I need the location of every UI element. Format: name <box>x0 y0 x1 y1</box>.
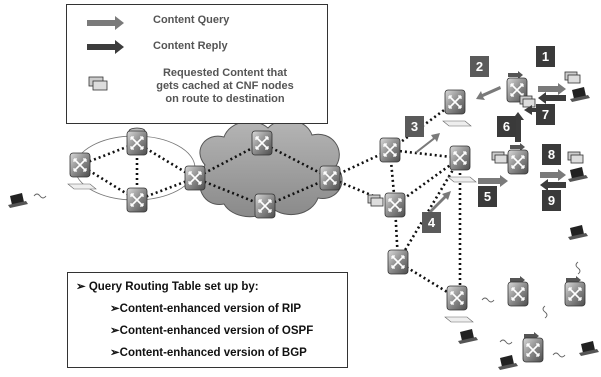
router-cnf-mid-base <box>447 176 477 183</box>
step-badge-4: 4 <box>422 212 441 233</box>
router-cnf-bottom-base <box>444 316 474 323</box>
step-badge-8: 8 <box>542 144 561 165</box>
laptop-client-3 <box>568 225 588 240</box>
query-arrow-8 <box>540 169 566 181</box>
step-badge-1: 1 <box>536 46 555 67</box>
laptop-client-4 <box>458 329 478 344</box>
router-dist-b <box>384 192 406 218</box>
routing-item-bgp: ➢Content-enhanced version of BGP <box>110 347 307 359</box>
svg-text:9: 9 <box>548 193 555 208</box>
router-edge-left-base <box>67 183 97 190</box>
legend-cached-label: Requested Content that gets cached at CN… <box>156 67 294 105</box>
router-ring-top <box>126 127 148 156</box>
router-edge-left <box>69 152 91 178</box>
laptop-client-1 <box>570 87 590 102</box>
legend-query-label: Content Query <box>153 14 230 26</box>
access-router-4 <box>564 276 586 307</box>
wireless-links <box>33 193 581 358</box>
legend-reply-label: Content Reply <box>153 40 228 52</box>
step-badge-5: 5 <box>478 186 497 207</box>
router-cnf-mid <box>449 145 471 171</box>
query-arrow-5 <box>478 175 508 187</box>
router-cnf-top-base <box>442 120 472 127</box>
routing-item-ospf: ➢Content-enhanced version of OSPF <box>110 325 314 337</box>
router-core-bottom <box>254 193 276 219</box>
content-stack-5 <box>367 194 384 207</box>
router-cnf-bottom <box>446 285 468 311</box>
laptop-client-2 <box>568 167 588 182</box>
svg-text:8: 8 <box>548 147 555 162</box>
access-router-3 <box>507 276 529 307</box>
svg-text:4: 4 <box>428 215 436 230</box>
query-arrow-4 <box>428 191 451 214</box>
router-cnf-top <box>444 89 466 115</box>
access-router-2 <box>507 143 529 175</box>
routing-table-heading: ➢ Query Routing Table set up by: <box>76 281 259 293</box>
routing-table-box: ➢ Query Routing Table set up by: ➢Conten… <box>67 272 348 368</box>
svg-text:7: 7 <box>542 107 549 122</box>
router-ring-right <box>184 165 206 191</box>
legend-icons <box>87 16 124 91</box>
reply-arrow-1 <box>538 92 566 104</box>
access-router-5 <box>522 332 544 363</box>
router-core-right <box>319 165 341 191</box>
svg-text:6: 6 <box>503 119 510 134</box>
legend-reply-arrow-icon <box>87 40 124 54</box>
router-core-top <box>251 130 273 156</box>
legend: Content Query Content Reply Requested Co… <box>66 4 328 124</box>
query-arrow-2 <box>476 86 501 100</box>
legend-query-arrow-icon <box>87 16 124 30</box>
content-stack-3 <box>567 151 584 164</box>
step-badge-9: 9 <box>542 190 561 211</box>
router-ring-bottom <box>126 187 148 213</box>
query-arrow-1 <box>538 83 566 95</box>
step-badge-7: 7 <box>536 104 555 125</box>
laptop-client-6 <box>579 341 599 356</box>
svg-text:5: 5 <box>484 189 491 204</box>
step-badge-2: 2 <box>470 56 489 77</box>
step-badge-3: 3 <box>405 116 424 137</box>
laptop-client-5 <box>498 355 518 370</box>
query-arrow-3 <box>415 133 440 153</box>
content-stack-2 <box>519 95 536 108</box>
legend-content-stack-icon <box>88 76 108 91</box>
step-badge-6: 6 <box>497 116 516 137</box>
content-stack-4 <box>491 151 508 164</box>
content-stack-1 <box>564 71 581 84</box>
router-dist-c <box>387 249 409 275</box>
reply-arrow-9 <box>540 179 566 191</box>
svg-text:1: 1 <box>542 49 549 64</box>
routing-item-rip: ➢Content-enhanced version of RIP <box>110 303 302 315</box>
svg-text:3: 3 <box>411 119 418 134</box>
router-dist-a <box>379 137 401 163</box>
svg-text:2: 2 <box>476 59 483 74</box>
access-router-1 <box>506 71 528 103</box>
laptop-left <box>8 193 28 208</box>
